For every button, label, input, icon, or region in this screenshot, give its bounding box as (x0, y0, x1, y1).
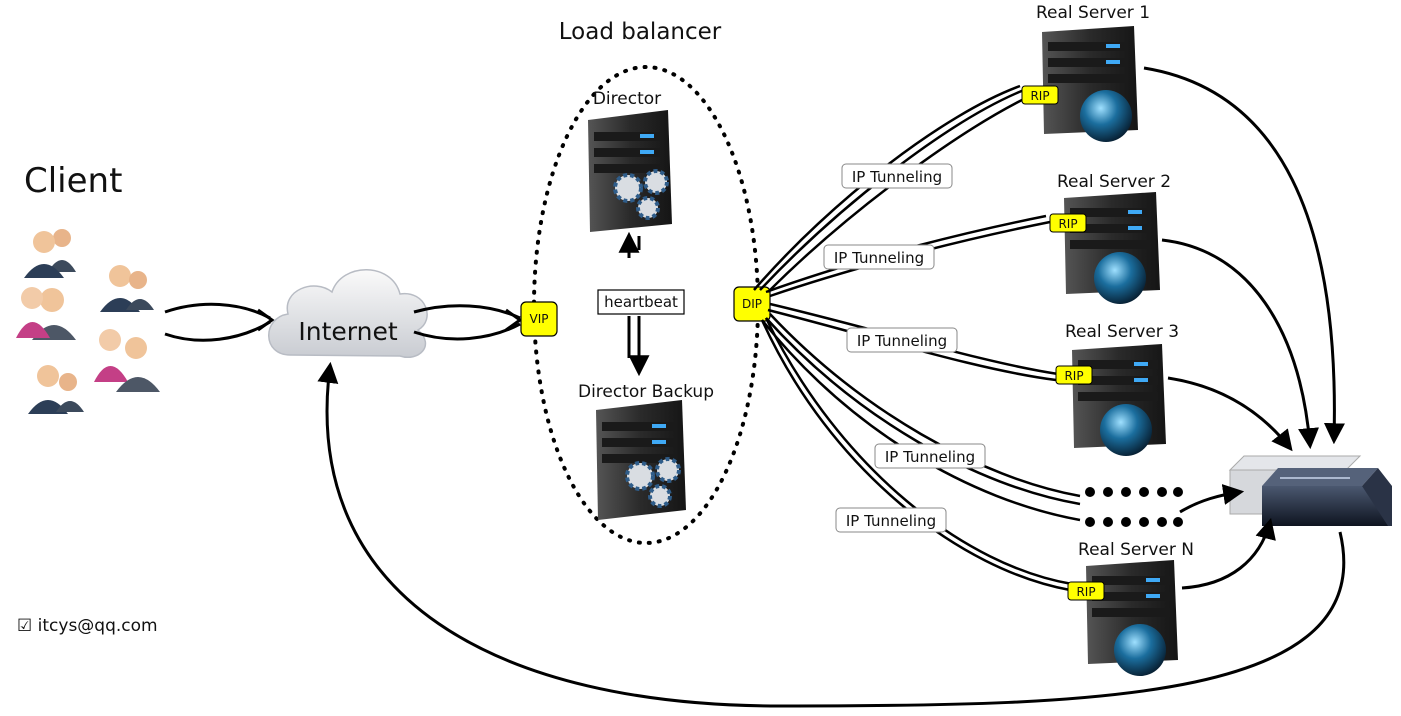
director-server-icon (588, 110, 672, 232)
rip-tag-n: RIP (1067, 581, 1105, 601)
tunnel-label-1: IP Tunneling (841, 163, 953, 189)
email-text: itcys@qq.com (37, 616, 158, 636)
dip-label: DIP (742, 297, 762, 311)
svg-text:RIP: RIP (1064, 369, 1083, 383)
client-to-internet-arrow (164, 302, 271, 342)
vip-tag: VIP (520, 301, 558, 337)
switch-to-internet-arrow (317, 361, 1346, 708)
tunnel-label-5: IP Tunneling (835, 507, 947, 533)
rip-tag-2: RIP (1049, 213, 1087, 233)
real-server-3-icon (1072, 344, 1166, 456)
client-group-icon: Client (16, 161, 160, 414)
real-server-3-label: Real Server 3 (1065, 322, 1179, 342)
switch-icon (1228, 455, 1392, 526)
director-label: Director (593, 89, 661, 109)
dip-tag: DIP (733, 286, 771, 322)
tunnel-label-4: IP Tunneling (874, 443, 986, 469)
real-server-1-icon (1042, 26, 1138, 142)
real-server-2-label: Real Server 2 (1057, 172, 1171, 192)
client-users-icon (16, 229, 160, 414)
rip-tag-3: RIP (1055, 365, 1093, 385)
tunnel-label-2: IP Tunneling (823, 244, 935, 270)
client-label: Client (24, 161, 122, 201)
tunnel-label-3: IP Tunneling (846, 327, 958, 353)
internet-label: Internet (298, 317, 397, 346)
svg-text:RIP: RIP (1058, 217, 1077, 231)
load-balancer-label: Load balancer (559, 19, 722, 45)
real-server-1-label: Real Server 1 (1036, 3, 1150, 23)
rip-tag-1: RIP (1021, 85, 1059, 105)
more-servers-dots (1085, 487, 1183, 527)
svg-text:IP Tunneling: IP Tunneling (852, 168, 942, 186)
director-backup-label: Director Backup (578, 382, 714, 402)
svg-text:RIP: RIP (1076, 585, 1095, 599)
svg-text:IP Tunneling: IP Tunneling (857, 332, 947, 350)
server-to-switch-arrows (1143, 66, 1345, 590)
heartbeat-box: heartbeat (597, 289, 685, 315)
internet-to-vip-arrow (413, 304, 521, 341)
director-backup-server-icon (596, 400, 686, 520)
real-server-n-label: Real Server N (1078, 540, 1194, 560)
svg-text:IP Tunneling: IP Tunneling (885, 448, 975, 466)
real-server-n-icon (1086, 560, 1178, 676)
vip-label: VIP (530, 312, 549, 326)
check-icon: ☑ (17, 616, 33, 636)
real-server-2-icon (1064, 192, 1160, 304)
internet-cloud-icon: Internet (268, 269, 428, 358)
heartbeat-label: heartbeat (604, 293, 678, 311)
svg-text:IP Tunneling: IP Tunneling (834, 249, 924, 267)
svg-text:IP Tunneling: IP Tunneling (846, 512, 936, 530)
footer-email: ☑ itcys@qq.com (17, 616, 158, 636)
svg-text:RIP: RIP (1030, 89, 1049, 103)
